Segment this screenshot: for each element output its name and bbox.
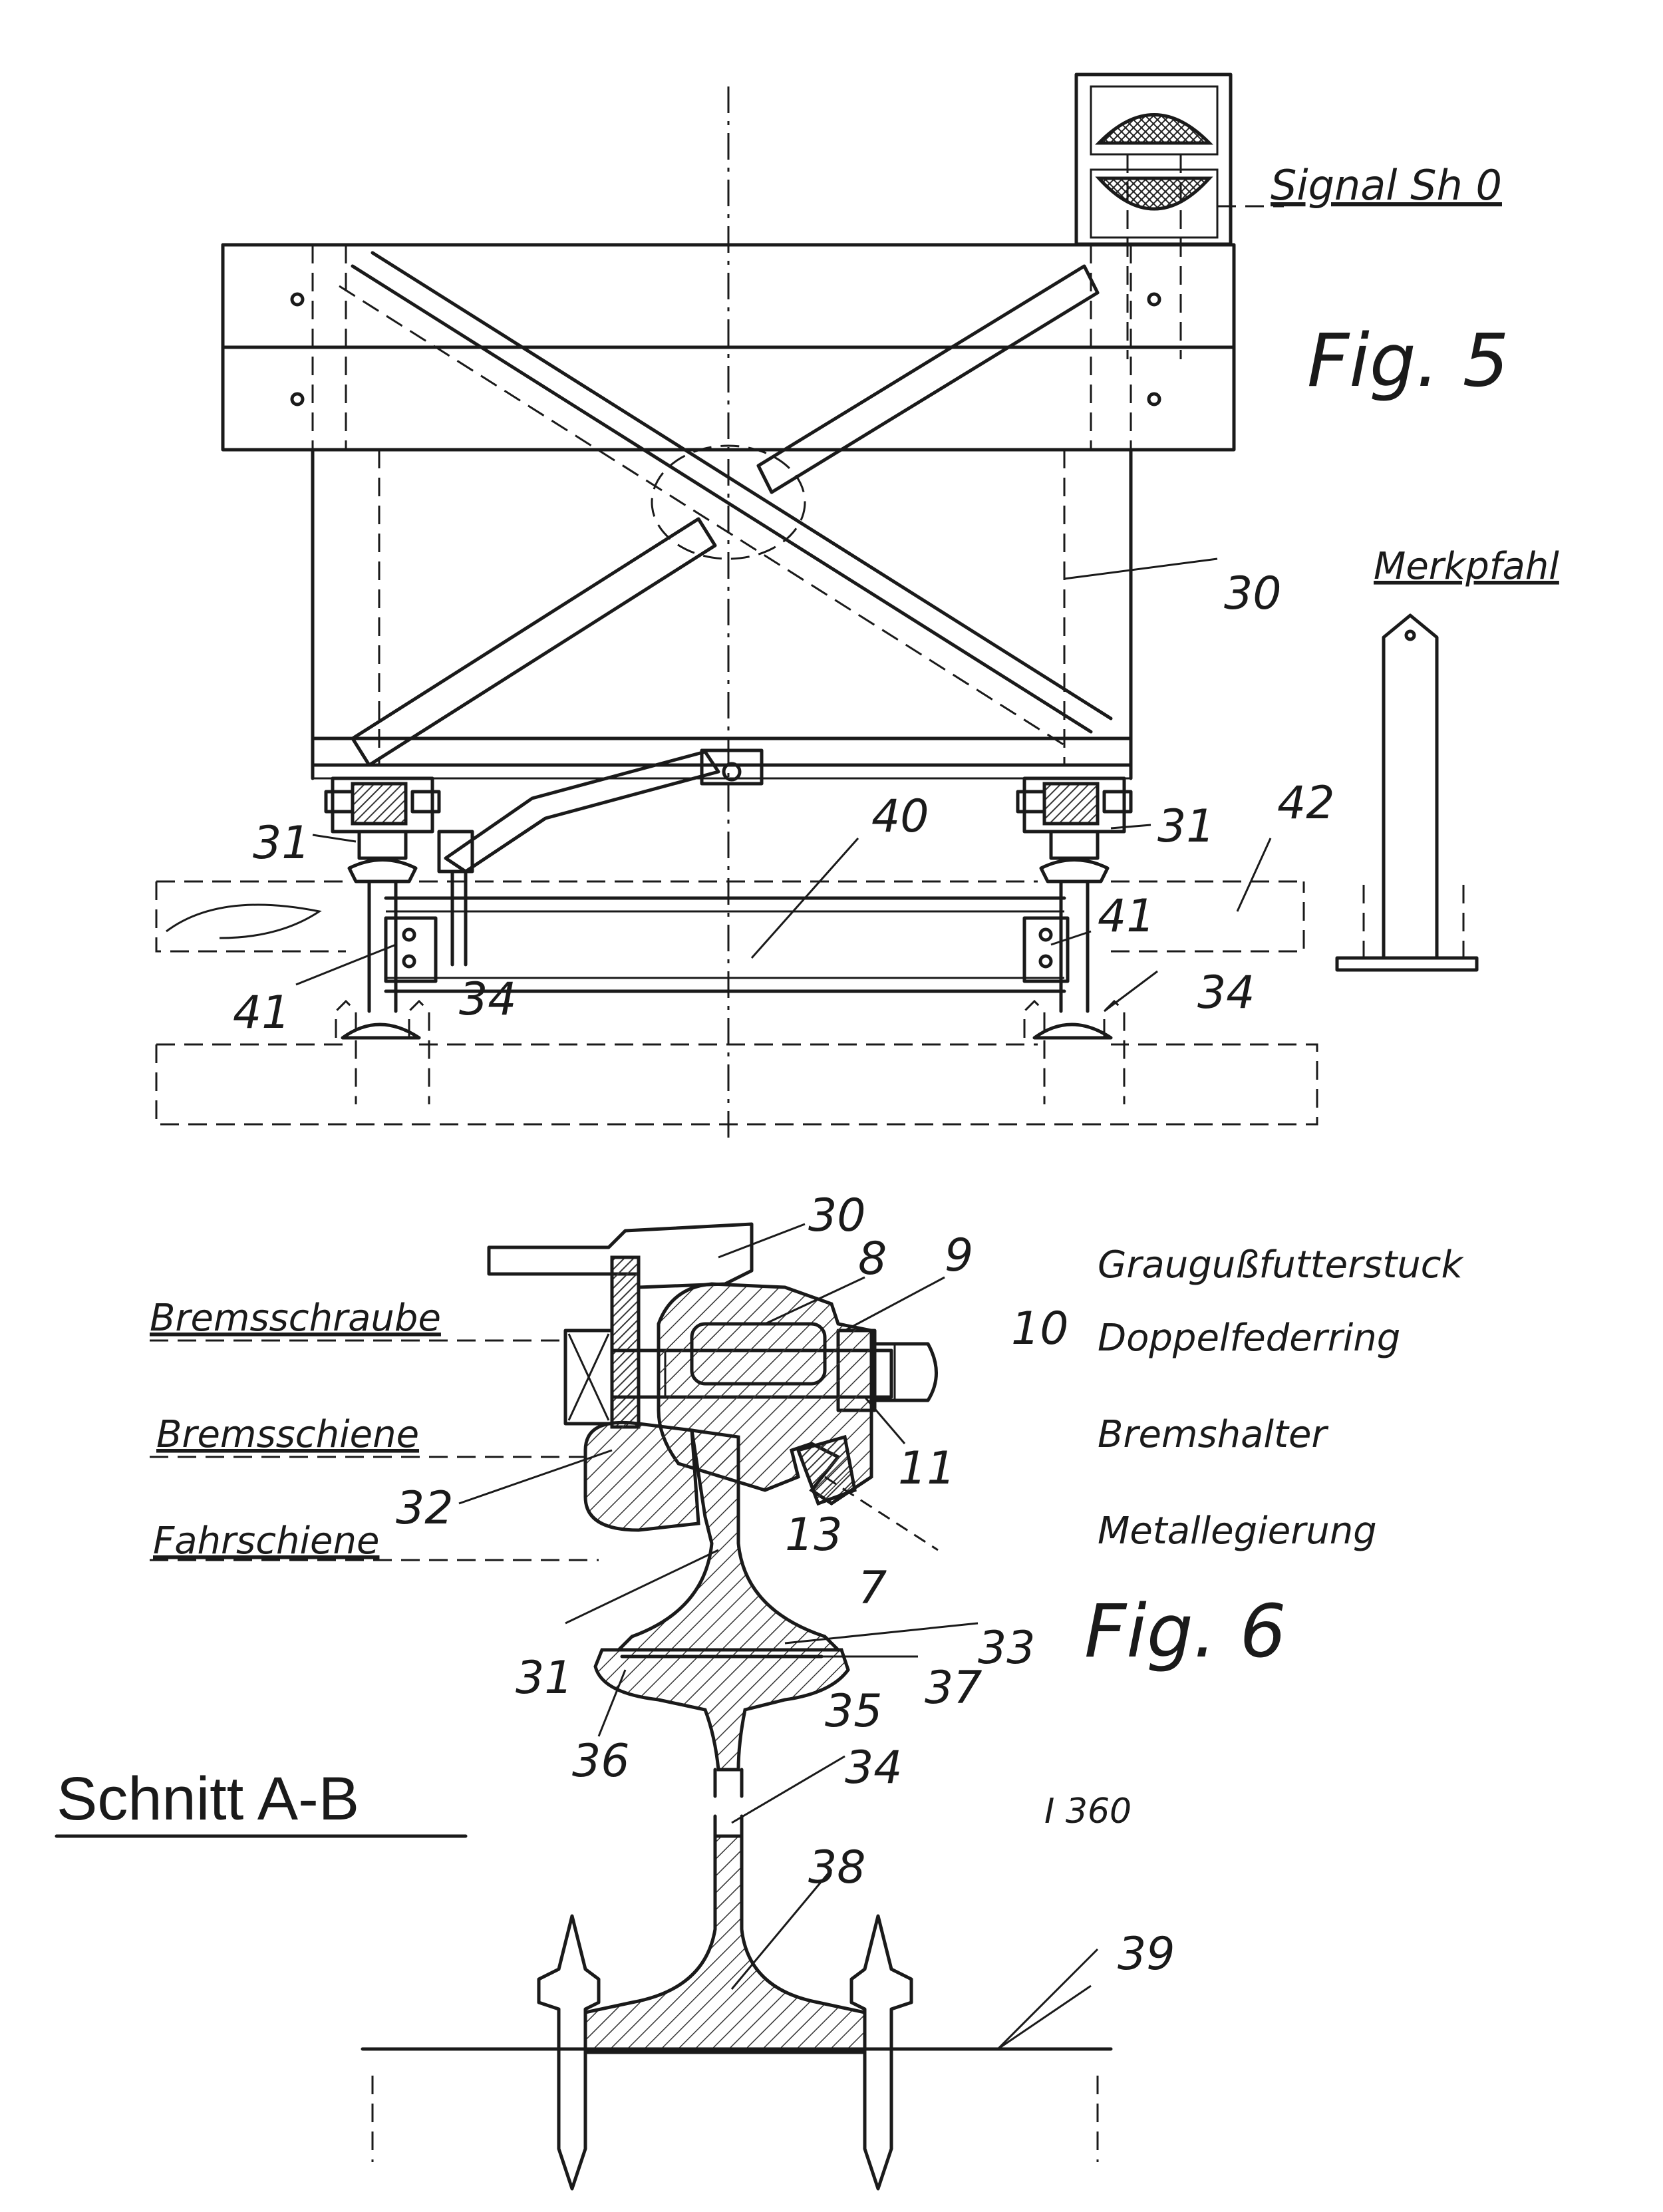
fig5-title: Fig. 5	[1307, 318, 1509, 403]
fig5-num-41-left: 41	[233, 987, 291, 1039]
i-beam-360	[583, 1768, 867, 2054]
lever-arm	[437, 748, 764, 967]
fig6-num-37: 37	[925, 1662, 983, 1714]
label-running-rail: Fahrschiene	[153, 1519, 379, 1563]
fig5-num-30: 30	[1224, 567, 1282, 620]
label-cast-liner: Graugußfutterstuck	[1098, 1243, 1465, 1287]
fig6-num-9: 9	[945, 1229, 973, 1282]
fig6-num-8: 8	[858, 1233, 887, 1285]
fig5-num-42: 42	[1277, 777, 1335, 830]
brake-rail	[583, 1420, 700, 1532]
fig6-num-31: 31	[516, 1652, 573, 1704]
fig5-num-40: 40	[871, 790, 929, 843]
fig5-front-view: Signal Sh 0 Fig. 5 Merkpfahl 30 31 31 40…	[155, 73, 1559, 1144]
fig6-num-38: 38	[808, 1841, 866, 1894]
frame-posts	[311, 448, 1133, 780]
fig6-section: Bremsschraube Bremsschiene Fahrschiene G…	[55, 1189, 1465, 2191]
label-alloy: Metallegierung	[1098, 1509, 1377, 1553]
fig5-leaders	[295, 557, 1272, 1013]
fig6-num-36: 36	[572, 1735, 630, 1788]
fig6-num-34: 34	[845, 1742, 903, 1794]
fig6-label-lines	[150, 1339, 599, 1561]
fig6-num-7: 7	[858, 1562, 887, 1615]
fig6-num-39: 39	[1118, 1928, 1175, 1980]
fig6-num-35: 35	[825, 1685, 883, 1738]
fig6-num-13: 13	[785, 1509, 843, 1561]
fig6-spikes	[537, 1914, 913, 2191]
signal-label: Signal Sh 0	[1271, 161, 1502, 210]
signal-board	[1074, 73, 1284, 359]
rail-spikes	[335, 999, 1126, 1104]
label-spring-washer: Doppelfederring	[1098, 1317, 1400, 1360]
fig6-num-10: 10	[1011, 1303, 1069, 1355]
profile-label: I 360	[1044, 1792, 1132, 1831]
cross-beam	[384, 896, 1070, 993]
cross-braces	[339, 251, 1113, 767]
fig6-num-32: 32	[396, 1482, 454, 1535]
base-plate	[593, 1648, 850, 1772]
ground-line	[361, 2047, 1113, 2162]
fig5-num-31-right: 31	[1157, 800, 1215, 853]
fig5-num-41-right: 41	[1098, 890, 1155, 943]
fig6-num-33: 33	[978, 1622, 1036, 1674]
left-brake-assembly	[324, 776, 441, 1040]
sleepers	[155, 880, 1318, 1126]
fig5-num-34-right: 34	[1197, 967, 1255, 1019]
fig5-num-31-left: 31	[253, 817, 311, 869]
section-title: Schnitt A-B	[57, 1765, 359, 1833]
marker-post	[1335, 613, 1479, 972]
label-brake-rail: Bremsschiene	[156, 1413, 419, 1456]
fig6-num-30: 30	[808, 1189, 866, 1242]
fig5-num-34-left: 34	[459, 973, 517, 1026]
fig6-leaders	[458, 1223, 1099, 2050]
right-brake-assembly	[1016, 776, 1133, 1040]
fig6-title: Fig. 6	[1084, 1589, 1286, 1674]
fig6-num-11: 11	[898, 1442, 956, 1495]
label-brake-screw: Bremsschraube	[150, 1297, 441, 1340]
label-brake-holder: Bremshalter	[1098, 1413, 1328, 1456]
marker-post-label: Merkpfahl	[1374, 545, 1559, 588]
